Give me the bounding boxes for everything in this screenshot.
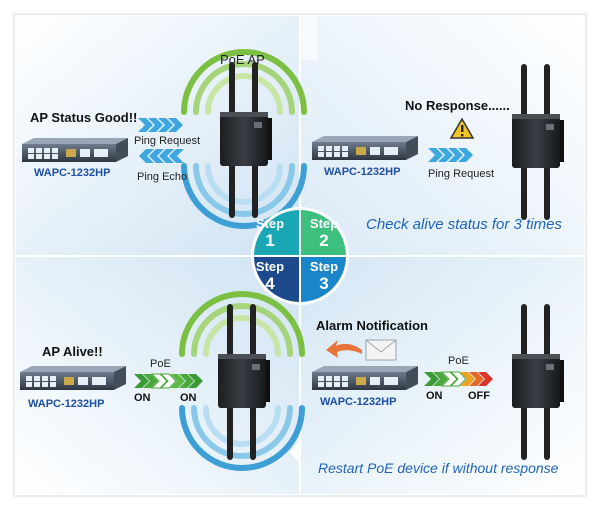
panel-step2 [300, 16, 584, 272]
on-label-step3: ON [426, 390, 443, 402]
notification-arrow-icon [326, 340, 362, 358]
step1-label: Step 1 [255, 216, 285, 250]
no-response-label: No Response...... [405, 98, 510, 113]
signal-waves-step1 [181, 49, 307, 229]
model-label-step4: WAPC-1232HP [28, 398, 105, 410]
off-label-step3: OFF [468, 390, 490, 402]
step3-segment [300, 256, 346, 302]
poe-ap-label: PoE AP [220, 52, 265, 67]
envelope-icon [365, 339, 397, 361]
ping-echo-label: Ping Echo [137, 171, 188, 183]
on-label-step4-left: ON [134, 392, 151, 404]
switch-step1 [22, 138, 128, 162]
switch-step2 [312, 136, 418, 160]
ping-request-label-step1: Ping Request [134, 135, 201, 147]
step4-label: Step 4 [255, 259, 285, 293]
step4-segment [254, 256, 300, 302]
model-label-step1: WAPC-1232HP [34, 167, 111, 179]
model-label-step3: WAPC-1232HP [320, 396, 397, 408]
signal-waves-step4 [179, 291, 305, 471]
step2-label: Step 2 [309, 216, 339, 250]
restart-poe-caption: Restart PoE device if without response [318, 460, 559, 476]
step2-segment [300, 210, 346, 256]
check-alive-caption: Check alive status for 3 times [366, 216, 562, 233]
model-label-step2: WAPC-1232HP [324, 166, 401, 178]
warning-icon [449, 117, 475, 139]
poe-label-step3: PoE [448, 355, 469, 367]
step1-segment [254, 210, 300, 256]
switch-step3 [312, 366, 418, 390]
ap-alive-label: AP Alive!! [42, 344, 103, 359]
step3-label: Step 3 [309, 259, 339, 293]
alarm-notification-label: Alarm Notification [316, 318, 428, 333]
ping-request-label-step2: Ping Request [428, 168, 495, 180]
switch-step4 [20, 366, 126, 390]
step-circle [251, 207, 349, 305]
poe-label-step4: PoE [150, 358, 171, 370]
ap-status-good-label: AP Status Good!! [30, 110, 138, 125]
on-label-step4-right: ON [180, 392, 197, 404]
